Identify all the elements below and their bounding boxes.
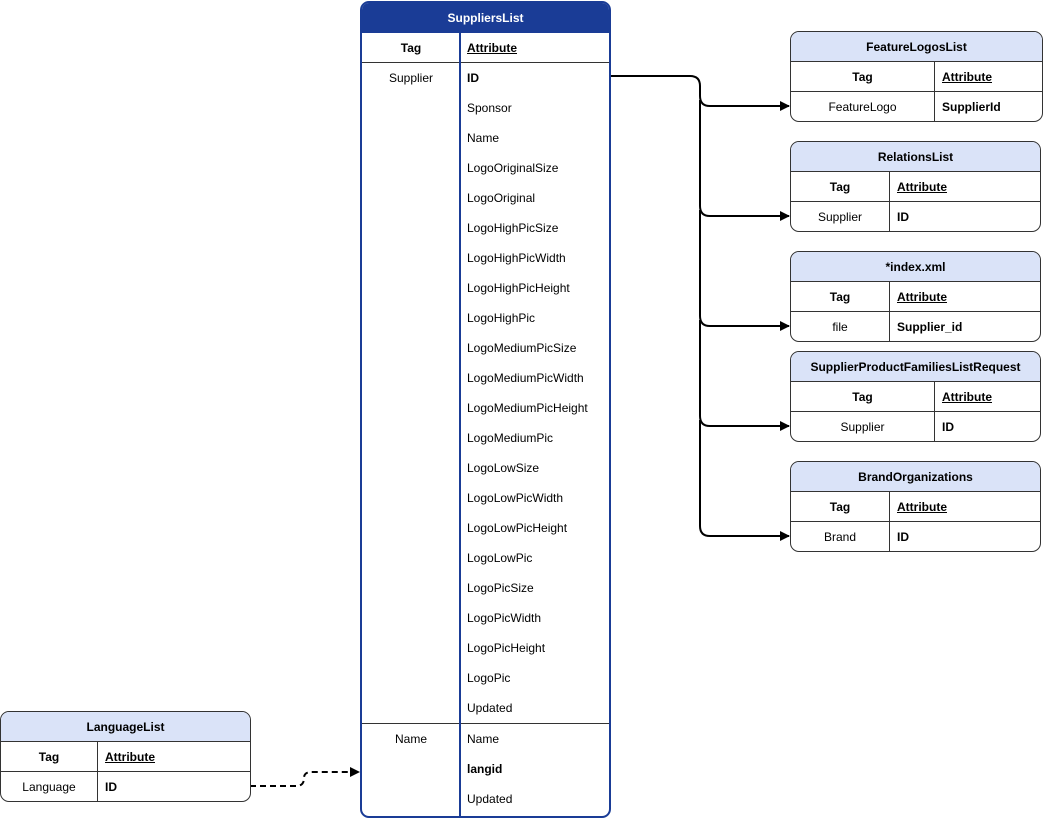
attribute-item: LogoPicWidth bbox=[467, 611, 542, 625]
table-row: Supplier ID bbox=[791, 412, 1040, 441]
connector-feature-logos bbox=[610, 75, 790, 111]
col-attribute-label: Attribute bbox=[105, 750, 155, 764]
column-header: Tag Attribute bbox=[791, 282, 1040, 312]
row-attribute: ID bbox=[105, 780, 117, 794]
col-tag-label: Tag bbox=[791, 492, 890, 521]
table-row: FeatureLogo SupplierId bbox=[791, 92, 1042, 121]
attribute-item: LogoPicSize bbox=[467, 581, 534, 595]
attribute-item: Sponsor bbox=[467, 101, 512, 115]
attribute-item: LogoMediumPicWidth bbox=[467, 371, 584, 385]
group-tag: Name bbox=[394, 732, 427, 746]
connector-index-xml bbox=[699, 210, 790, 331]
feature-logos-list-title: FeatureLogosList bbox=[791, 32, 1042, 62]
brand-organizations-title: BrandOrganizations bbox=[791, 462, 1040, 492]
column-header: Tag Attribute bbox=[791, 382, 1040, 412]
table-row: file Supplier_id bbox=[791, 312, 1040, 341]
column-header: Tag Attribute bbox=[791, 172, 1040, 202]
row-tag: Supplier bbox=[791, 412, 935, 441]
attribute-item: Updated bbox=[467, 792, 513, 806]
row-tag: Supplier bbox=[791, 202, 890, 231]
col-attribute-label: Attribute bbox=[942, 390, 992, 404]
column-divider bbox=[459, 33, 461, 816]
column-header: Tag Attribute bbox=[791, 492, 1040, 522]
column-header: Tag Attribute bbox=[791, 62, 1042, 92]
attribute-item: LogoHighPicHeight bbox=[467, 281, 570, 295]
language-list-table: LanguageList Tag Attribute Language ID bbox=[0, 711, 251, 802]
col-attribute-label: Attribute bbox=[942, 70, 992, 84]
col-tag-label: Tag bbox=[791, 172, 890, 201]
group-tag: Supplier bbox=[388, 71, 434, 85]
table-row: Supplier ID bbox=[791, 202, 1040, 231]
col-attribute-label: Attribute bbox=[897, 500, 947, 514]
suppliers-list-table: SuppliersList Tag Attribute Supplier ID Sp… bbox=[360, 1, 611, 818]
row-attribute: ID bbox=[942, 420, 954, 434]
attribute-item: Name bbox=[467, 131, 500, 145]
col-attribute-label: Attribute bbox=[467, 41, 517, 55]
attribute-item: LogoHighPicSize bbox=[467, 221, 559, 235]
column-header: Tag Attribute bbox=[1, 742, 250, 772]
attribute-item: LogoLowPicHeight bbox=[467, 521, 568, 535]
supplier-product-families-title: SupplierProductFamiliesListRequest bbox=[791, 352, 1040, 382]
row-tag: FeatureLogo bbox=[791, 92, 935, 121]
attribute-item: LogoHighPicWidth bbox=[467, 251, 566, 265]
attribute-item: LogoMediumPicSize bbox=[467, 341, 577, 355]
attribute-item: LogoOriginal bbox=[467, 191, 536, 205]
attribute-item: LogoLowPic bbox=[467, 551, 533, 565]
feature-logos-list-table: FeatureLogosList Tag Attribute FeatureLo… bbox=[790, 31, 1043, 122]
row-tag: Language bbox=[1, 772, 98, 801]
attribute-item: LogoOriginalSize bbox=[467, 161, 559, 175]
col-tag-label: Tag bbox=[791, 282, 890, 311]
col-tag-label: Tag bbox=[791, 382, 935, 411]
relations-list-title: RelationsList bbox=[791, 142, 1040, 172]
attribute-item: Updated bbox=[467, 701, 513, 715]
col-tag-label: Tag bbox=[400, 41, 422, 55]
attribute-item: LogoLowPicWidth bbox=[467, 491, 564, 505]
suppliers-list-column-header: Tag Attribute bbox=[362, 33, 609, 63]
index-xml-title: *index.xml bbox=[791, 252, 1040, 282]
relations-list-table: RelationsList Tag Attribute Supplier ID bbox=[790, 141, 1041, 232]
col-attribute-label: Attribute bbox=[897, 180, 947, 194]
col-tag-label: Tag bbox=[1, 742, 98, 771]
col-tag-label: Tag bbox=[791, 62, 935, 91]
table-row: Brand ID bbox=[791, 522, 1040, 551]
connector-supplier-families bbox=[699, 320, 790, 431]
index-xml-table: *index.xml Tag Attribute file Supplier_i… bbox=[790, 251, 1041, 342]
attribute-item: LogoPicHeight bbox=[467, 641, 546, 655]
connector-brand-org bbox=[699, 420, 790, 541]
attribute-item: LogoMediumPic bbox=[467, 431, 554, 445]
row-attribute: ID bbox=[897, 210, 909, 224]
connector-relations bbox=[699, 100, 790, 221]
attribute-item: ID bbox=[467, 71, 479, 85]
attribute-item: LogoMediumPicHeight bbox=[467, 401, 588, 415]
row-attribute: SupplierId bbox=[942, 100, 1001, 114]
connector-language bbox=[250, 767, 360, 787]
table-row: Language ID bbox=[1, 772, 250, 801]
col-attribute-label: Attribute bbox=[897, 290, 947, 304]
attribute-item: LogoPic bbox=[467, 671, 511, 685]
row-attribute: ID bbox=[897, 530, 909, 544]
suppliers-list-title: SuppliersList bbox=[362, 3, 609, 33]
attribute-item: LogoHighPic bbox=[467, 311, 536, 325]
attribute-item: Name bbox=[467, 732, 500, 746]
supplier-product-families-table: SupplierProductFamiliesListRequest Tag A… bbox=[790, 351, 1041, 442]
row-tag: file bbox=[791, 312, 890, 341]
row-attribute: Supplier_id bbox=[897, 320, 963, 334]
brand-organizations-table: BrandOrganizations Tag Attribute Brand I… bbox=[790, 461, 1041, 552]
attribute-item: langid bbox=[467, 762, 503, 776]
row-tag: Brand bbox=[791, 522, 890, 551]
language-list-title: LanguageList bbox=[1, 712, 250, 742]
attribute-item: LogoLowSize bbox=[467, 461, 540, 475]
